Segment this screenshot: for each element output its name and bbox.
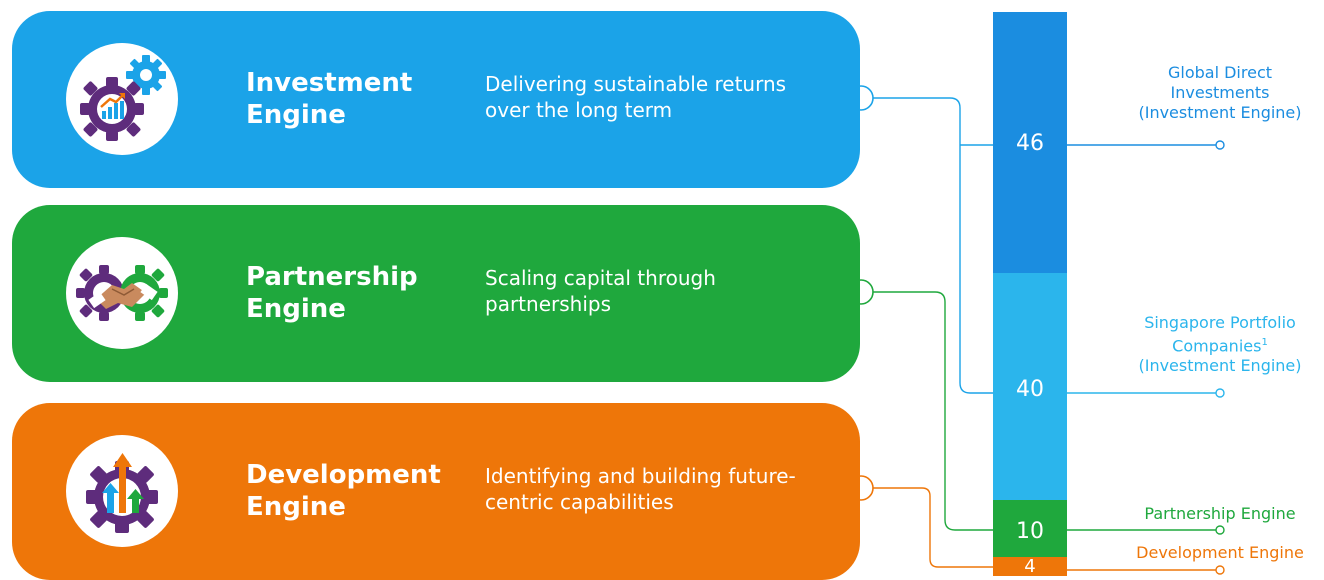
- investment-engine-description: Delivering sustainable returns over the …: [485, 72, 787, 122]
- development-connector: [848, 475, 993, 568]
- gears-growth-icon: [66, 43, 178, 155]
- legend-spc: Singapore Portfolio Companies1 (Investme…: [1110, 313, 1324, 376]
- legend-partnership: Partnership Engine: [1144, 504, 1296, 523]
- legend-gdi-line2: Investments: [1170, 83, 1270, 102]
- legend-spc-line2-wrap: Companies1: [1110, 333, 1324, 356]
- legend-leader-gdi: [1067, 140, 1225, 150]
- partnership-engine-title: Partnership Engine: [246, 262, 418, 324]
- legend-spc-footnote: 1: [1261, 337, 1268, 348]
- legend-leader-development: [1067, 565, 1225, 575]
- partnership-engine-card: Partnership Engine Scaling capital throu…: [12, 205, 860, 382]
- investment-engine-card: Investment Engine Delivering sustainable…: [12, 11, 860, 188]
- legend-spc-line2: Companies: [1172, 336, 1262, 356]
- legend-gdi-line3: (Investment Engine): [1138, 103, 1302, 122]
- legend-spc-line1: Singapore Portfolio: [1144, 313, 1296, 332]
- bar-segment-spc: [993, 273, 1067, 500]
- bar-segment-partnership: [993, 500, 1067, 557]
- bar-segment-development: [993, 557, 1067, 576]
- development-engine-title: Development Engine: [246, 460, 441, 522]
- legend-gdi-line1: Global Direct: [1167, 63, 1273, 82]
- gear-arrows-icon: [66, 435, 178, 547]
- gears-handshake-icon: [66, 237, 178, 349]
- development-engine-description: Identifying and building future-centric …: [485, 464, 796, 514]
- legend-leader-partnership: [1067, 525, 1225, 535]
- bar-label-development: 4: [1024, 556, 1036, 577]
- bar-label-gdi: 46: [1016, 131, 1044, 156]
- legend-leader-spc: [1067, 388, 1225, 398]
- bar-label-partnership: 10: [1016, 519, 1044, 544]
- bar-label-spc: 40: [1016, 377, 1044, 402]
- investment-connector: [848, 85, 993, 394]
- legend-development: Development Engine: [1136, 543, 1304, 562]
- development-engine-card: Development Engine Identifying and build…: [12, 403, 860, 580]
- legend-gdi: Global Direct Investments (Investment En…: [1110, 63, 1324, 123]
- investment-engine-title: Investment Engine: [246, 68, 413, 130]
- partnership-engine-description: Scaling capital through partnerships: [485, 266, 716, 316]
- bar-segment-gdi: [993, 12, 1067, 273]
- legend-spc-line3: (Investment Engine): [1138, 356, 1302, 376]
